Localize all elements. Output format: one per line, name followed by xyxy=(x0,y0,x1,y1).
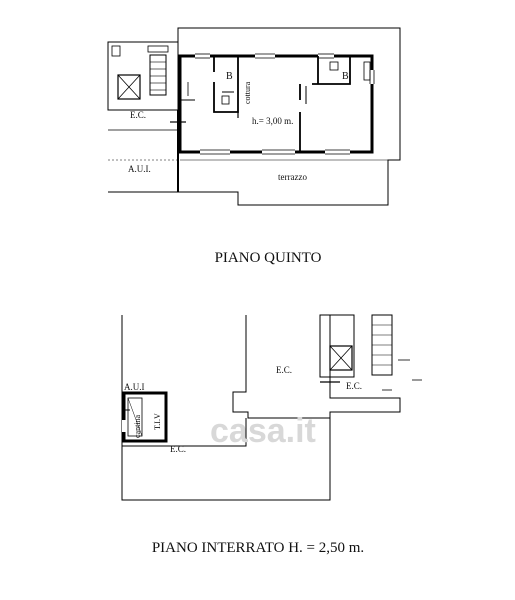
upper-label-ec: E.C. xyxy=(130,110,146,120)
lower-central-block xyxy=(232,315,330,419)
upper-label-height: h.= 3,00 m. xyxy=(252,116,293,126)
upper-label-cottura: cottura xyxy=(243,81,252,104)
upper-stair-block xyxy=(107,41,179,111)
upper-bathroom-1-walls xyxy=(213,56,239,113)
upper-label-bath-2: B xyxy=(342,71,349,82)
upper-label-aui: A.U.I. xyxy=(128,164,151,174)
lower-building-outline xyxy=(121,315,401,501)
lower-label-ec-right: E.C. xyxy=(346,381,362,391)
lower-label-aui: A.U.I xyxy=(124,382,145,392)
upper-bathroom-2-walls xyxy=(312,56,351,85)
lower-label-ec-bottom: E.C. xyxy=(170,444,186,454)
lower-label-ec-top: E.C. xyxy=(276,365,292,375)
watermark-logo: casa.it xyxy=(210,412,316,450)
lower-floor-plan xyxy=(121,314,422,501)
lower-label-tiv: T.I.V xyxy=(153,413,162,430)
upper-label-terrace: terrazzo xyxy=(278,172,307,182)
lower-plan-title: PIANO INTERRATO H. = 2,50 m. xyxy=(152,540,364,556)
upper-apartment-walls xyxy=(178,54,374,154)
lower-label-cantina: cantina xyxy=(133,414,142,438)
upper-plan-title: PIANO QUINTO xyxy=(215,250,322,266)
upper-building-outline xyxy=(108,27,401,206)
upper-floor-plan xyxy=(107,27,401,206)
upper-label-bath-1: B xyxy=(226,71,233,82)
lower-elevator xyxy=(319,314,355,378)
